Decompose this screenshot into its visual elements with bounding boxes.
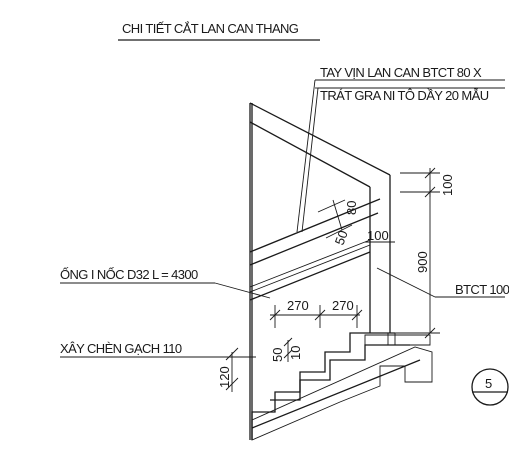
leader-lines xyxy=(60,79,505,358)
concrete-label: BTCT 100 xyxy=(455,282,509,297)
dimension-100-mid: 100 xyxy=(365,228,395,250)
svg-text:50: 50 xyxy=(270,348,285,362)
dimension-50: 50 10 xyxy=(270,337,303,362)
svg-text:270: 270 xyxy=(287,298,309,313)
svg-text:100: 100 xyxy=(367,228,389,243)
detail-marker: 5 xyxy=(471,368,509,406)
svg-text:120: 120 xyxy=(217,366,232,388)
dimension-80: 80 50 xyxy=(317,199,359,247)
svg-text:270: 270 xyxy=(332,298,354,313)
dimension-120: 120 xyxy=(217,347,239,392)
svg-text:900: 900 xyxy=(415,251,430,273)
svg-text:10: 10 xyxy=(288,346,303,360)
drawing-title: CHI TIẾT CẮT LAN CAN THANG xyxy=(122,21,299,36)
svg-text:50: 50 xyxy=(332,228,351,247)
svg-text:100: 100 xyxy=(440,174,455,196)
detail-marker-number: 5 xyxy=(485,376,492,391)
pipe-label: ỐNG I NỐC D32 L = 4300 xyxy=(60,267,198,282)
dimension-270-pair: 270 270 xyxy=(269,298,363,328)
dimension-100-top: 100 xyxy=(400,167,455,198)
handrail-label-line1: TAY VỊN LAN CAN BTCT 80 X xyxy=(320,65,482,80)
brick-label: XÂY CHÈN GẠCH 110 xyxy=(60,341,182,356)
svg-text:80: 80 xyxy=(344,201,359,215)
stair-steps xyxy=(251,332,433,441)
dimension-900: 900 xyxy=(390,192,440,339)
railing-outline xyxy=(249,102,391,440)
handrail-label-line2: TRÁT GRA NI TÔ DẦY 20 MẪU xyxy=(320,88,489,103)
